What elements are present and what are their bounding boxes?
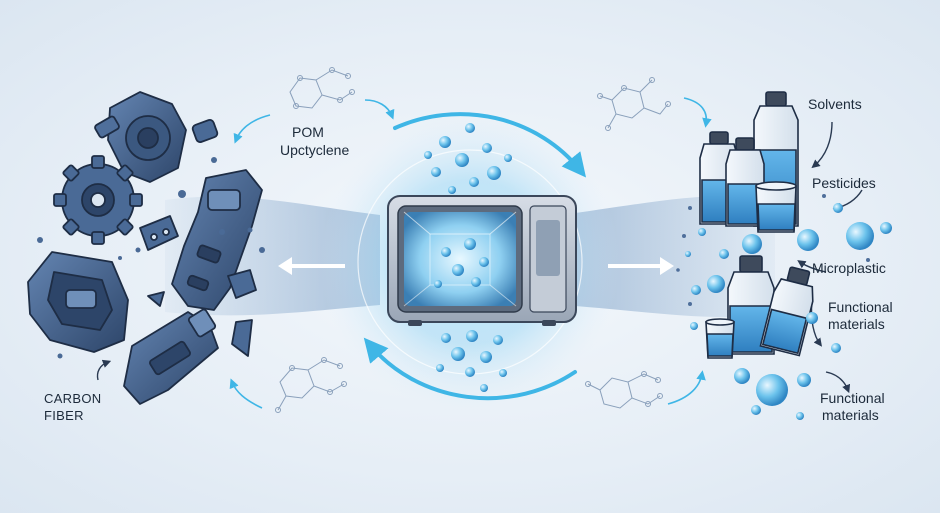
functional-materials-label-a-line2: materials: [828, 316, 885, 332]
solvents-label: Solvents: [808, 96, 862, 112]
pom-label-line2: Upctyclene: [280, 142, 350, 158]
microplastic-spheres: [685, 203, 892, 420]
plastic-fragment: [227, 269, 257, 299]
carbon-fiber-label-line1: CARBON: [44, 391, 102, 406]
flow-arrows: [278, 257, 674, 275]
molecule-icon-top-right: [597, 77, 671, 131]
molecule-icon-top-left: [289, 67, 355, 109]
bubbles-top: [424, 123, 512, 194]
plastic-fragment: [231, 319, 253, 357]
bottle-icon-bottom-tilted: [759, 266, 814, 357]
bubbles-bottom: [436, 330, 507, 392]
molded-case-icon: [27, 251, 129, 353]
pesticides-label: Pesticides: [812, 175, 876, 191]
cycle-arrow-top: [393, 112, 587, 178]
gear-icon: [53, 155, 143, 245]
beaker-icon-top: [755, 181, 797, 233]
bottles-group: [699, 91, 814, 359]
clamp-icon: [171, 169, 263, 311]
cycle-arrows: [363, 112, 587, 401]
plastic-debris: [37, 157, 265, 359]
molecule-icon-bottom-left: [275, 357, 347, 413]
molecule-sketches: [275, 67, 671, 413]
connector-arrows: [229, 97, 712, 409]
plastic-fragment: [147, 291, 165, 307]
bracket-icon: [139, 215, 179, 251]
plastic-parts: [27, 91, 263, 405]
microplastic-label: Microplastic: [812, 260, 886, 276]
microwave-icon: [387, 195, 577, 326]
right-debris: [676, 194, 870, 306]
carbon-fiber-label-line2: FIBER: [44, 408, 84, 423]
functional-materials-label-b-line1: Functional: [820, 390, 885, 406]
bottle-icon-mid: [725, 137, 765, 227]
cycle-arrow-bottom: [363, 337, 577, 401]
functional-materials-label-b-line2: materials: [822, 407, 879, 423]
connector-housing-icon: [123, 308, 219, 405]
beaker-icon-bottom: [705, 318, 735, 359]
pump-housing-icon: [94, 91, 187, 183]
functional-materials-label-a-line1: Functional: [828, 299, 893, 315]
plastic-fragment: [191, 119, 219, 143]
right-flow-arrow-head: [660, 257, 674, 275]
left-flow-arrow-head: [278, 257, 292, 275]
molecule-icon-bottom-right: [585, 371, 663, 409]
pom-label-line1: POM: [292, 124, 324, 140]
